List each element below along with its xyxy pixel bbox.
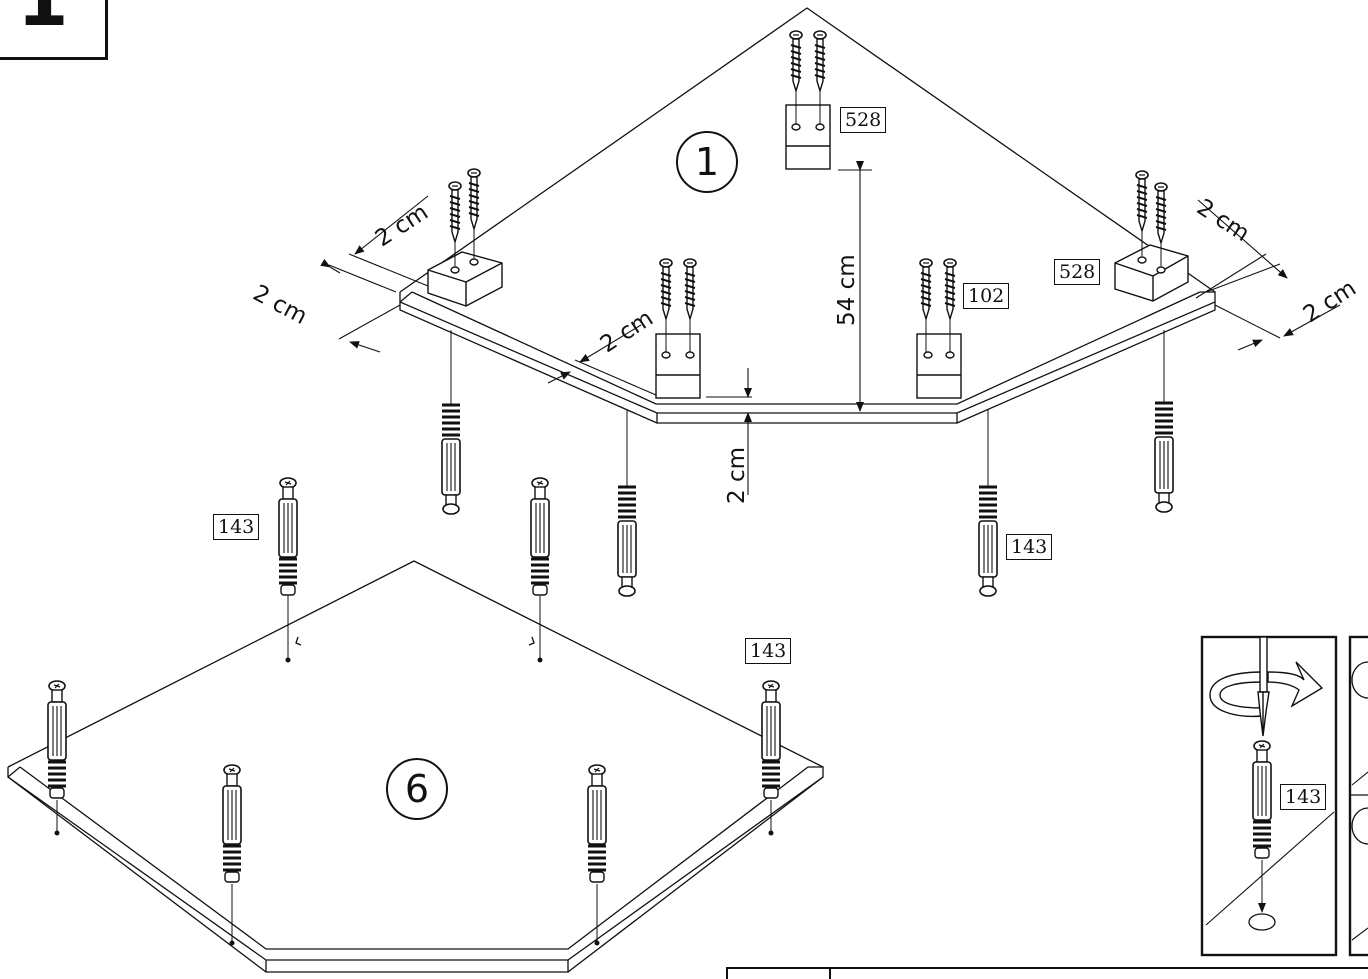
cam-dowel-icon-bottom (46, 476, 782, 946)
dimension-lines (320, 161, 1341, 495)
part-label: 102 (963, 283, 1010, 309)
panel-number-bottom: 6 (386, 758, 448, 820)
part-label: 528 (1054, 259, 1101, 285)
wood-block-icon (427, 104, 1189, 399)
parts-table (726, 967, 1368, 979)
inset-partial (1348, 635, 1368, 957)
dimension-label: 54 cm (834, 254, 860, 326)
part-label: 143 (1280, 784, 1327, 810)
panel-number-top: 1 (676, 131, 738, 193)
screwdriver-icon (1257, 636, 1270, 737)
part-label: 143 (1006, 534, 1053, 560)
step-number: 1 (17, 0, 69, 43)
part-label: 143 (213, 514, 260, 540)
bottom-panel (7, 560, 824, 973)
cam-dowel-icon (440, 330, 1175, 598)
top-panel (399, 7, 1216, 424)
screw-icon (448, 30, 1168, 352)
step-number-box: 1 (0, 0, 108, 60)
part-label: 143 (745, 638, 792, 664)
part-label: 528 (840, 107, 887, 133)
dimension-label: 2 cm (724, 447, 750, 504)
